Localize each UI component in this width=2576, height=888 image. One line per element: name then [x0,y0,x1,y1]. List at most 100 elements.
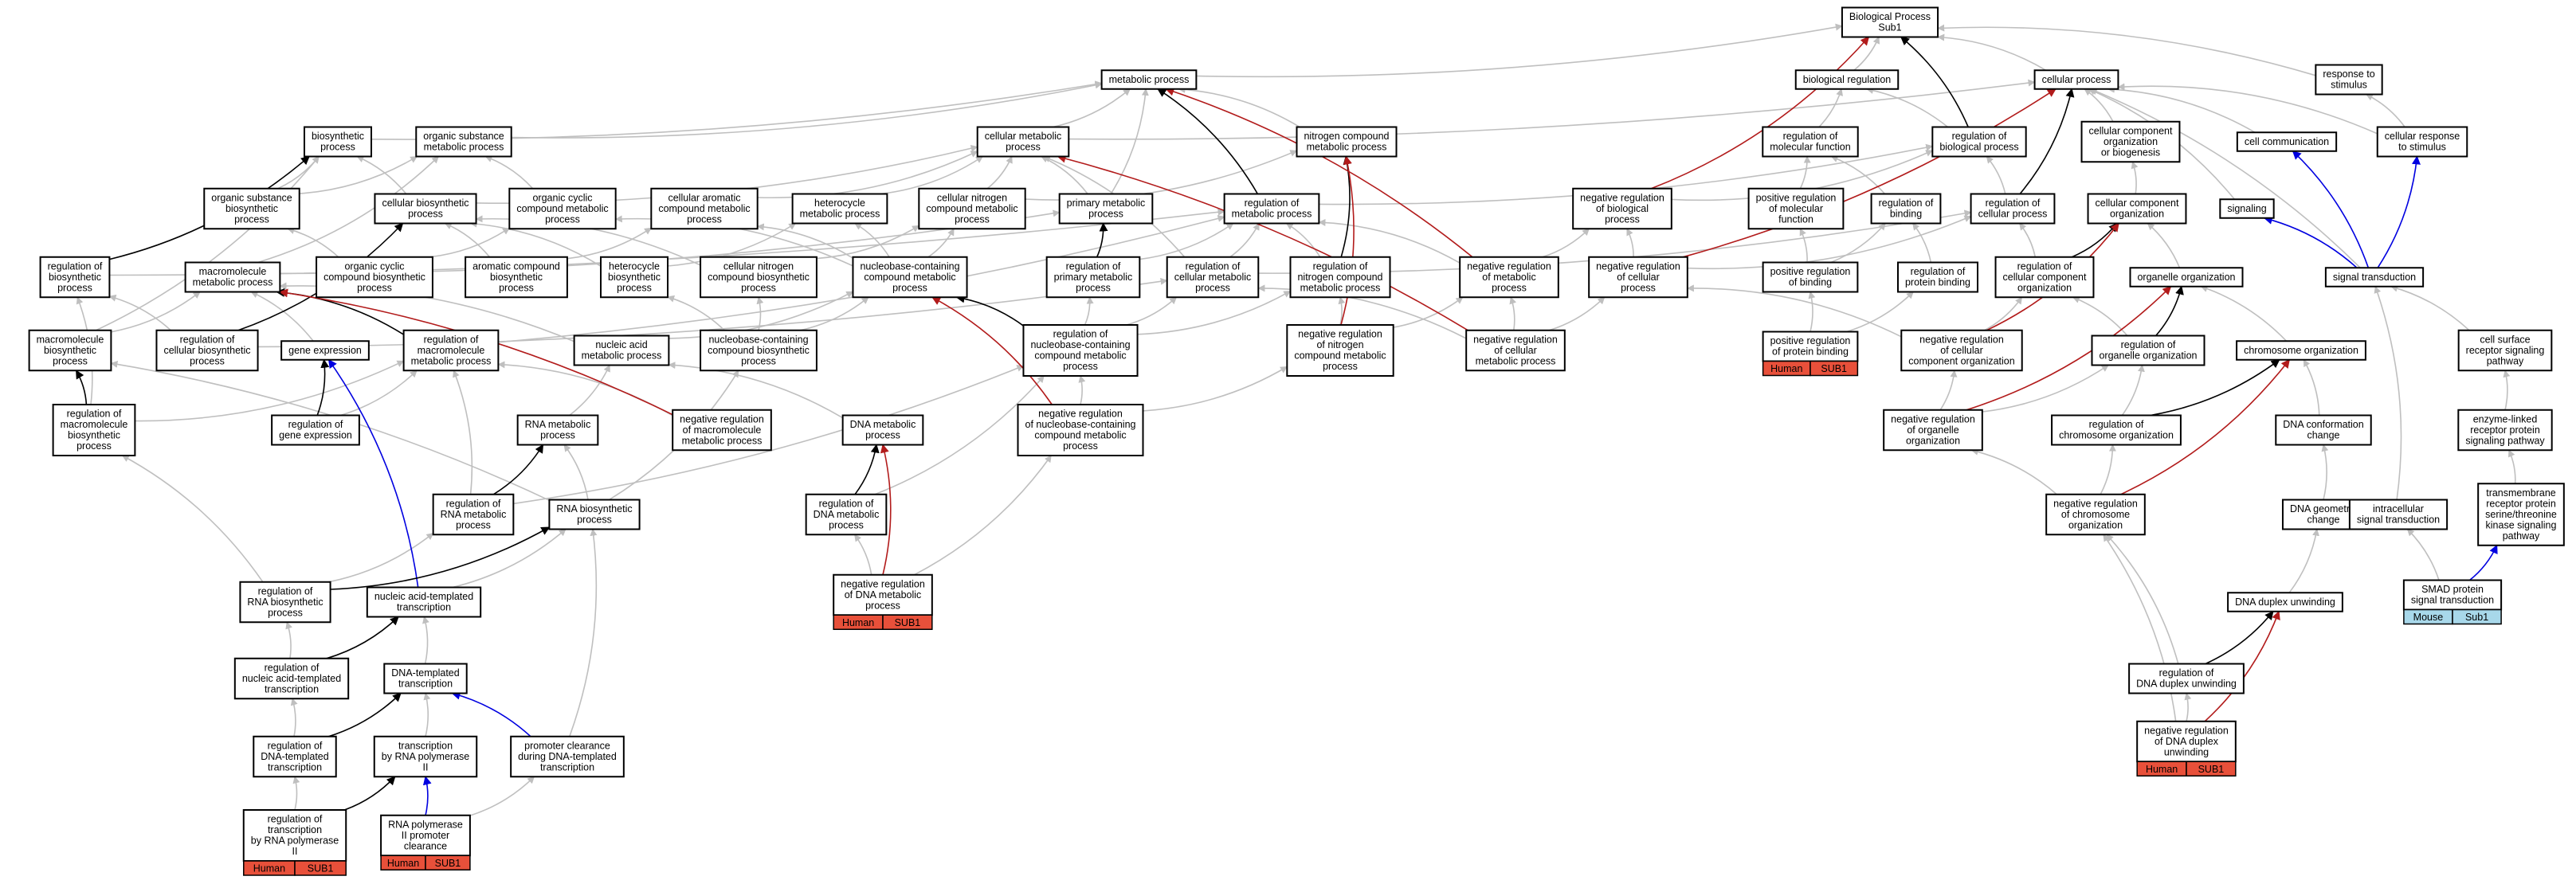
node-label-line: process [1323,361,1358,372]
edge-geneexpr-to-macromet [250,291,314,342]
edge-negregnitro-to-nitromet [1340,155,1355,326]
node-label-line: process [741,282,776,293]
node-box [1100,69,1198,90]
node-label-line: negative regulation [1891,413,1975,424]
node-box [841,414,924,446]
gene-tag-label: SUB1 [435,858,461,869]
edge-regmolfunc-to-bioreg [1818,88,1844,128]
edge-regdnadup-to-negregchrom [2106,534,2179,664]
node-label-line: kinase signaling [2486,519,2557,530]
edge-negregdnadup-to-negregchrom [2103,534,2177,722]
node-label-line: process [829,519,864,530]
edge-aromcomp-to-cellbio [444,222,491,258]
node-box [402,329,500,372]
node-box [233,657,350,700]
edge-aromcomp-to-cellarom [567,227,653,260]
edge-layer [75,23,2516,816]
node-label-line: cellular metabolic [985,131,1062,142]
node-box [2457,329,2553,372]
node-label-line: receptor protein [2486,498,2556,509]
edge-nucbio-to-cellnitrobio [756,296,764,331]
edge-nucmet-to-cellnitro [927,228,955,258]
node-label-line: unwinding [2164,746,2209,757]
node-label-line: DNA-templated [261,751,328,762]
node-label-line: transcription [265,683,319,694]
edge-metabolic-to-bp [1196,23,1843,78]
node-box [2087,193,2187,225]
edge-regprim-to-regmet [1139,222,1234,260]
node-label-line: process [1492,282,1527,293]
edge-cellnitro-to-cellmeta [986,155,1013,190]
node-label-line: process [865,600,900,611]
edge-cellarom-to-cellmeta [757,151,978,199]
edge-sigtrans-to-signaling [2263,215,2358,268]
node-box [2033,69,2119,90]
node-label-line: heterocycle [609,260,660,272]
node-label-line: by RNA polymerase [382,751,470,762]
edge-regccorg-to-regcellproc [2018,222,2037,257]
node-box [791,193,888,225]
edge-regnuc-to-regcellmet [1126,296,1178,326]
edge-negregcell-to-regcellproc [1687,215,1972,270]
node-box [2315,64,2383,96]
node-box [510,735,625,778]
edge-negregccorg-to-regccorg [1984,296,2023,331]
node-label-line: metabolic process [193,277,273,288]
node-box [700,256,817,299]
node-label-line: cell communication [2245,136,2329,147]
node-label-line: negative regulation [1596,260,1680,272]
node-label-line: regulation of [1911,266,1966,277]
node-label-line: process [1088,209,1123,220]
edge-orgcycbio-to-orgcyc [429,227,511,258]
node-box [1296,126,1398,158]
edge-regnuc-to-regnitro [1137,290,1292,335]
node-label-line: regulation of [1879,198,1934,209]
node-label-line: of molecular [1769,203,1823,214]
node-box [155,329,259,372]
node-box [1994,256,2095,299]
node-label-line: DNA metabolic [814,509,880,520]
edge-dnaconf-to-chromorg [2303,359,2320,416]
node-box [271,414,360,446]
node-label-line: response to [2323,68,2374,80]
node-label-line: compound biosynthetic [323,272,425,283]
node-label-line: compound biosynthetic [708,345,810,356]
node-label-line: regulation of [1053,329,1108,340]
edge-negregdnadup-to-regdnadup [2184,692,2192,722]
edge-regtransrna-to-regdnatrans [292,776,300,811]
node-label-line: of cellular [1617,272,1660,283]
node-label-line: nucleic acid-templated [242,673,341,684]
edge-negregcellmet-to-regcellmet [1257,284,1467,339]
node-label-line: II promoter [402,830,449,841]
node-label-line: compound biosynthetic [708,272,810,283]
node-label-line: cellular component [2096,198,2179,209]
edge-promclear-to-rnabio [569,528,598,737]
node-label-line: change [2307,430,2339,441]
node-label-line: biosynthetic [490,272,543,283]
node-box [1870,193,1942,225]
node-label-line: cellular aromatic [668,192,740,203]
edge-smad-to-transmem [2469,544,2498,581]
node-label-line: positive regulation [1770,335,1851,346]
node-box [1931,126,2027,158]
edge-negregmet-to-metabolic [1165,87,1473,258]
node-label-line: gene expression [288,345,362,356]
edge-negregcellmet-to-negregmet [1509,296,1517,331]
edge-regnuctrans-to-regrnabio [285,621,292,659]
species-tag-label: Human [1770,363,1802,374]
node-label-line: stimulus [2331,80,2367,91]
node-box [432,493,515,536]
node-label-line: DNA-templated [391,667,459,679]
